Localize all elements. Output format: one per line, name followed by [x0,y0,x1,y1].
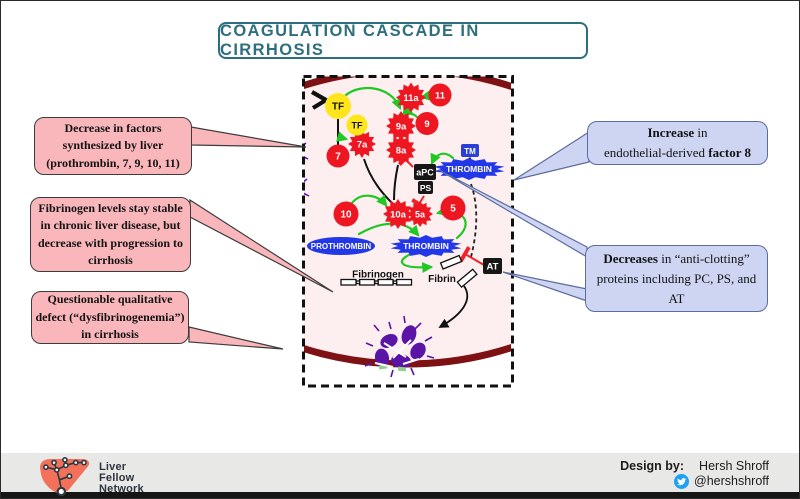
dashed-frame [302,75,514,388]
node-factor-11 [428,83,452,107]
svg-text:7a: 7a [357,140,368,151]
footer-bar [1,453,799,492]
callout-line: in cirrhosis [81,327,139,342]
svg-text:9: 9 [424,119,429,130]
node-thrombin [390,235,462,257]
node-at [483,258,502,274]
node-factor-9a [386,111,416,141]
svg-text:AT: AT [487,262,499,273]
node-factor-9 [415,112,439,135]
node-factor-11a [396,82,426,113]
node-factor-5a [407,201,433,227]
callout-line: Fellow [99,471,135,484]
svg-text:PS: PS [420,183,432,193]
node-ps [418,181,433,194]
logo-liver-icon [40,456,90,497]
svg-text:Fibrinogen: Fibrinogen [352,270,404,281]
factor-circles [326,83,466,227]
svg-text:PROTHROMBIN: PROTHROMBIN [311,242,372,251]
design-credit: Design by: Hersh Shroff @hershshroff [620,459,769,489]
node-factor-7 [326,144,350,168]
fibrinogen-chain [340,278,413,286]
node-factor-5 [440,195,466,221]
callout-line: Network [99,482,144,495]
node-factor-7a [348,130,376,158]
callout-bold-text: Decreases [603,250,658,266]
svg-text:aPC: aPC [416,168,434,178]
node-tm [461,144,479,157]
node-thrombin-tm [433,158,505,180]
callout-decrease-factors: Decrease in factors synthesized by liver (… [34,117,192,175]
svg-text:5a: 5a [415,210,426,220]
collagen-chevron-icon [310,90,331,110]
callout-bold-text: factor 8 [708,145,752,160]
callout-line: cirrhosis [88,253,133,267]
twitter-icon [674,474,689,489]
callout-line: in chronic liver disease, but [40,218,181,232]
callout-line: decrease with progression to [38,235,183,250]
svg-text:THROMBIN: THROMBIN [446,164,492,174]
thrombin-feedback-dashed-line [470,183,478,258]
node-factor-10 [333,201,359,227]
page-title: COAGULATION CASCADE IN CIRRHOSIS [220,21,480,59]
svg-text:TM: TM [464,147,476,156]
bottom-strip [1,492,799,498]
node-apc [414,164,436,180]
node-factor-10a [383,199,413,229]
svg-text:5: 5 [450,204,456,215]
callout-factor-8-increase: Increase in endothelial-derived factor 8 [587,121,768,165]
svg-text:8a: 8a [396,146,407,157]
svg-text:THROMBIN: THROMBIN [403,241,449,251]
callout-line: synthesized by liver [62,138,164,153]
callout-line: Liver [99,460,127,473]
callout-line: defect (“dysfibrinogenemia”) [35,309,185,324]
node-tissue-factor-2 [346,114,368,136]
regulator-boxes [414,144,502,274]
platelet-clot [364,315,435,378]
clot-formation-arrow [438,285,469,328]
svg-text:11: 11 [435,91,446,102]
callout-dysfibrinogenemia: Questionable qualitative defect (“dysfibr… [31,291,189,344]
node-factor-8a [386,135,416,165]
callout-line: Decrease in factors [64,120,162,135]
svg-text:10a: 10a [390,210,407,221]
callout-fibrinogen-levels: Fibrinogen levels stay stable in chronic … [30,197,191,272]
callout-line: Fibrinogen levels stay stable [38,200,183,215]
svg-text:TF: TF [352,121,363,131]
callout-line: (prothrombin, 7, 9, 10, 11) [46,155,180,170]
activated-factor-bursts [348,82,433,229]
fibrin-fragments [439,254,478,289]
svg-text:7: 7 [335,152,341,163]
svg-text:Fibrin: Fibrin [428,274,456,285]
svg-text:11a: 11a [403,93,419,104]
svg-text:10: 10 [340,210,352,221]
design-by-label: Design by: [620,459,685,473]
svg-text:9a: 9a [396,122,407,133]
callout-anticlotting-decrease: Decreases in “anti-clotting” proteins in… [585,245,768,312]
twitter-handle: @hershshroff [694,474,769,488]
callout-bold-text: Increase [647,125,695,140]
title-box: COAGULATION CASCADE IN CIRRHOSIS [218,22,588,59]
node-tissue-factor [325,93,351,119]
node-prothrombin [307,237,375,255]
callout-line: Questionable qualitative [47,292,173,307]
designer-name: Hersh Shroff [699,459,769,473]
svg-text:TF: TF [332,102,344,113]
node-labels: TF TF 7 7a 11a 11 9a 9 8a 10 10a 5a 5 aP… [311,91,499,286]
